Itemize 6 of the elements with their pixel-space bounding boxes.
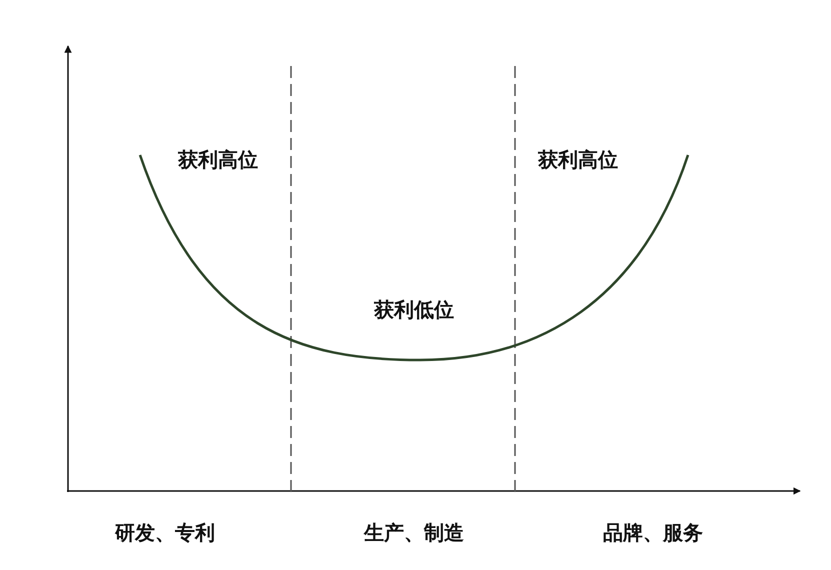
profit-label: 获利高位: [178, 146, 258, 174]
stage-label: 研发、专利: [115, 520, 215, 546]
stage-label: 生产、制造: [364, 520, 464, 546]
profit-label: 获利高位: [538, 146, 618, 174]
profit-label: 获利低位: [374, 296, 454, 324]
stage-label: 品牌、服务: [603, 520, 703, 546]
